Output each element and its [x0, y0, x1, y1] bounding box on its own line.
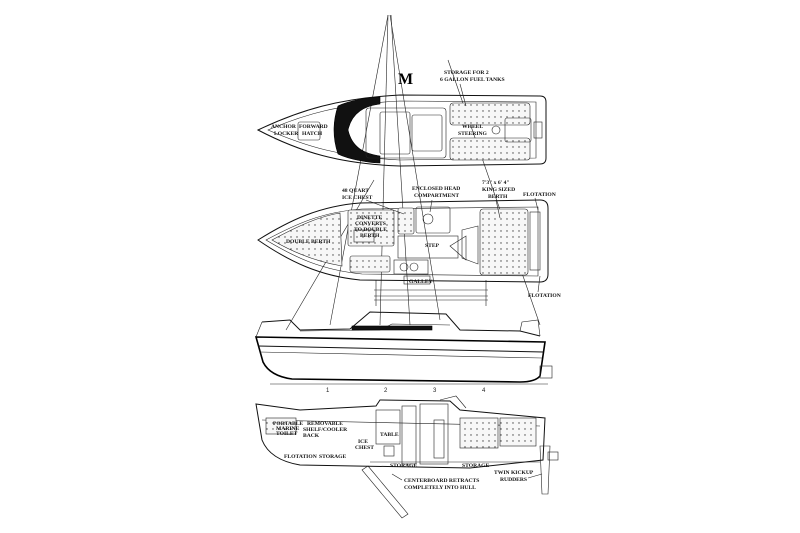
brand-logo: M [398, 71, 413, 88]
svg-text:BACK: BACK [303, 433, 320, 439]
label-flotation-right: FLOTATION [528, 293, 561, 299]
svg-text:ICE CHEST: ICE CHEST [342, 195, 373, 201]
label-flotation-side: FLOTATION [284, 454, 317, 460]
svg-text:2: 2 [384, 388, 388, 394]
svg-text:CHEST: CHEST [355, 445, 374, 451]
label-double-berth: DOUBLE BERTH [286, 239, 331, 245]
label-anchor-locker: ANCHOR [271, 124, 297, 130]
svg-text:4: 4 [482, 388, 486, 394]
label-ice-chest-side: ICE [358, 439, 368, 445]
label-dinette: DINETTE [357, 215, 382, 221]
svg-text:BERTH: BERTH [360, 233, 380, 239]
svg-text:STEERING: STEERING [458, 131, 488, 137]
svg-text:CONVERTS: CONVERTS [355, 221, 386, 227]
label-galley: GALLEY [409, 279, 433, 285]
svg-text:MARINE: MARINE [276, 426, 300, 432]
label-centerboard: CENTERBOARD RETRACTS [404, 478, 479, 484]
svg-text:KING SIZED: KING SIZED [482, 187, 515, 193]
label-step: STEP [425, 243, 440, 249]
label-storage-right: STORAGE [462, 463, 490, 469]
label-removable-shelf: REMOVABLE [307, 421, 343, 427]
label-king-berth: 7'3" x 6' 4" [482, 180, 510, 186]
label-enclosed-head: ENCLOSED HEAD [412, 186, 460, 192]
label-twin-rudders: TWIN KICKUP [494, 470, 534, 476]
svg-text:TO DOUBLE: TO DOUBLE [354, 227, 387, 233]
svg-text:1: 1 [326, 388, 330, 394]
label-fuel-tanks: STORAGE FOR 2 [444, 70, 489, 76]
label-storage-left: STORAGE [319, 454, 347, 460]
svg-text:3: 3 [433, 388, 437, 394]
svg-text:SHELF/COOLER: SHELF/COOLER [303, 427, 348, 433]
label-flotation-top: FLOTATION [523, 192, 556, 198]
svg-text:COMPLETELY INTO HULL: COMPLETELY INTO HULL [404, 485, 476, 491]
callout-labels: STORAGE FOR 2 6 GALLON FUEL TANKS ANCHOR… [271, 70, 561, 491]
svg-text:BERTH: BERTH [488, 194, 508, 200]
svg-text:TOILET: TOILET [276, 431, 298, 437]
interior-section-view [255, 395, 559, 519]
cabin-plan-view [257, 199, 549, 285]
hull-profile-view [254, 311, 553, 385]
section-markers: 1 2 3 4 [326, 388, 486, 394]
label-wheel-steering: WHEEL [462, 124, 483, 130]
svg-text:LOCKER: LOCKER [274, 131, 299, 137]
svg-text:6 GALLON FUEL TANKS: 6 GALLON FUEL TANKS [440, 77, 505, 83]
label-table: TABLE [380, 432, 399, 438]
svg-text:COMPARTMENT: COMPARTMENT [414, 193, 459, 199]
label-marine-toilet: PORTABLE [273, 421, 303, 427]
label-forward-hatch: FORWARD [299, 124, 328, 130]
svg-text:HATCH: HATCH [302, 131, 323, 137]
svg-text:RUDDERS: RUDDERS [500, 477, 527, 483]
deck-plan-view [256, 94, 547, 167]
label-storage-mid: STORAGE [390, 463, 418, 469]
label-ice-chest-top: 48 QUART [342, 188, 369, 194]
